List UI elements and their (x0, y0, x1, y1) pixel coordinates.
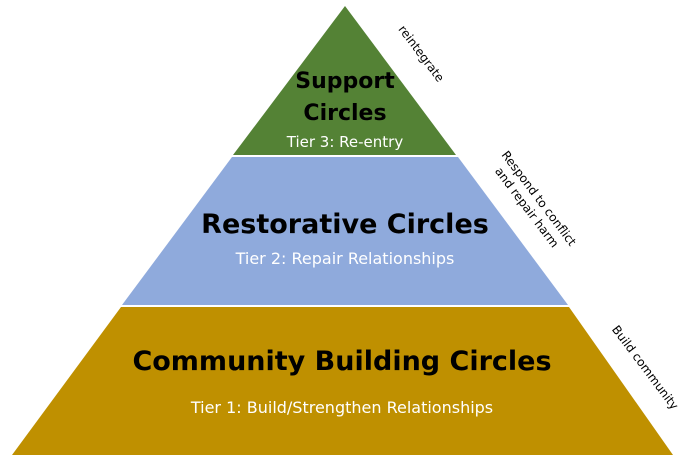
tier2-shape (122, 157, 568, 305)
tier1-subtitle: Tier 1: Build/Strengthen Relationships (190, 398, 493, 417)
tier1-title: Community Building Circles (132, 346, 551, 377)
tier2-title: Restorative Circles (201, 209, 489, 240)
tier3-title-line2: Circles (303, 101, 386, 126)
tier3-subtitle: Tier 3: Re-entry (286, 133, 404, 151)
tier3-title-line1: Support (295, 69, 395, 94)
tier1-shape (12, 307, 673, 455)
tier3-shape (233, 6, 456, 155)
tier2-subtitle: Tier 2: Repair Relationships (235, 249, 455, 268)
tier3-side-label: reintegrate (395, 23, 447, 85)
